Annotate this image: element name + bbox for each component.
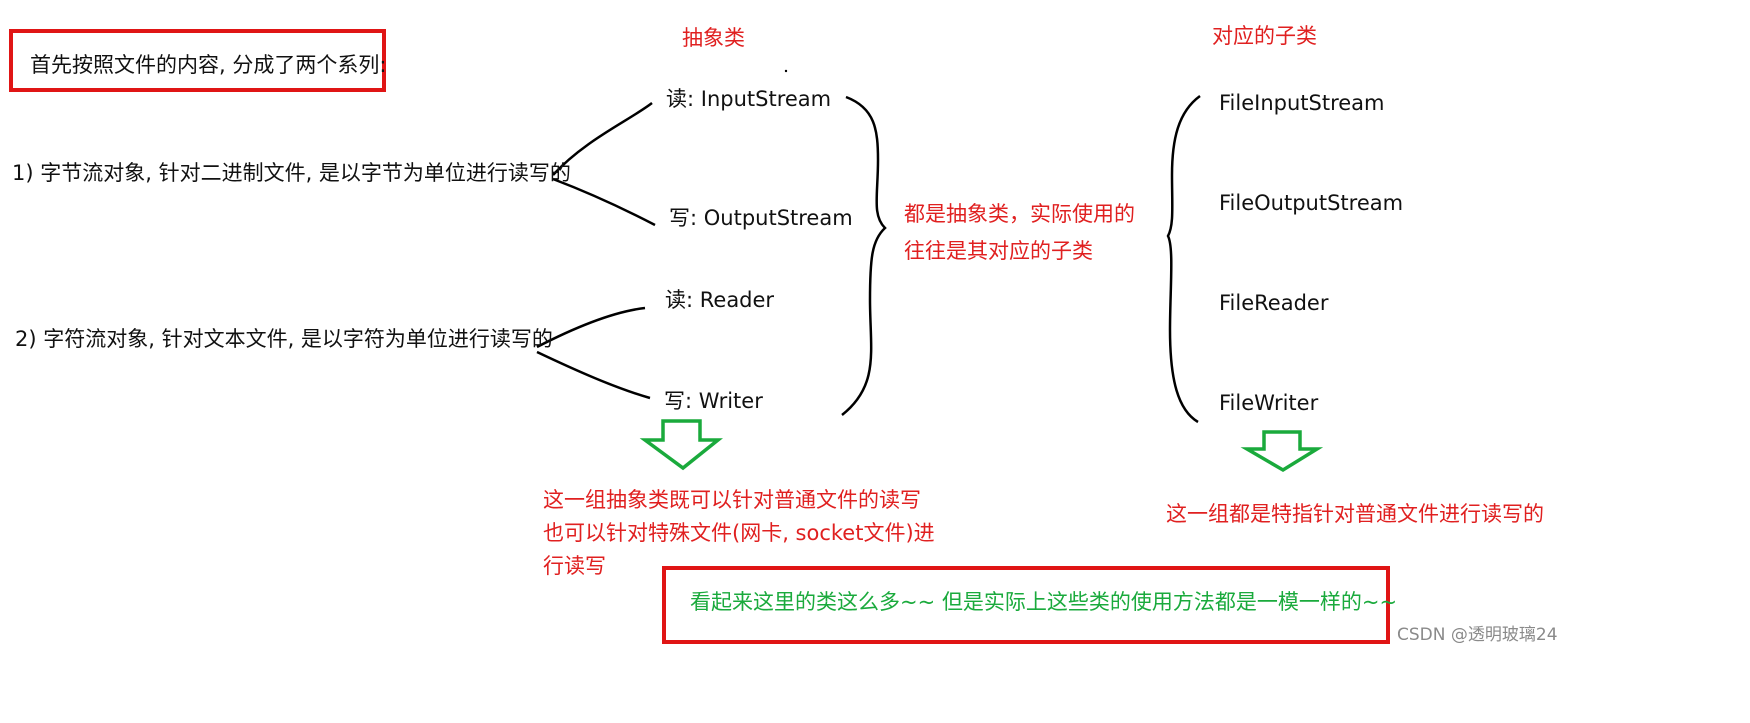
down-arrow-subclass (1240, 430, 1324, 473)
abstract-class-header: 抽象类 (682, 26, 745, 50)
watermark: CSDN @透明玻璃24 (1397, 625, 1558, 645)
fork-char-stream (536, 306, 646, 349)
abstract-scope-note-line3: 行读写 (543, 554, 606, 578)
subclass-filewriter: FileWriter (1219, 391, 1319, 415)
char-stream-category: 2) 字符流对象, 针对文本文件, 是以字符为单位进行读写的 (15, 327, 553, 351)
intro-text: 首先按照文件的内容, 分成了两个系列: (30, 53, 387, 77)
abstract-reader: 读: Reader (665, 288, 775, 312)
fork-char-stream-lower (536, 350, 651, 400)
summary-text: 看起来这里的类这么多~~ 但是实际上这些类的使用方法都是一模一样的~~ (690, 590, 1398, 614)
subclass-filereader: FileReader (1219, 291, 1329, 315)
abstract-outputstream: 写: OutputStream (669, 206, 853, 230)
down-arrow-abstract (639, 419, 723, 471)
abstract-use-note-line1: 都是抽象类，实际使用的 (904, 202, 1135, 226)
abstract-use-note-line2: 往往是其对应的子类 (904, 239, 1093, 263)
stray-dot (784, 69, 788, 73)
intro-box (9, 29, 386, 92)
abstract-writer: 写: Writer (664, 389, 763, 413)
subclass-scope-note: 这一组都是特指针对普通文件进行读写的 (1166, 502, 1544, 526)
summary-box (662, 566, 1390, 644)
subclass-fileoutputstream: FileOutputStream (1219, 191, 1404, 215)
abstract-scope-note-line1: 这一组抽象类既可以针对普通文件的读写 (543, 488, 921, 512)
fork-byte-stream-lower (552, 177, 656, 227)
subclass-header: 对应的子类 (1212, 24, 1317, 48)
subclass-fileinputstream: FileInputStream (1219, 91, 1385, 115)
brace-abstract (841, 95, 887, 416)
abstract-scope-note-line2: 也可以针对特殊文件(网卡, socket文件)进 (543, 521, 935, 545)
byte-stream-category: 1) 字节流对象, 针对二进制文件, 是以字节为单位进行读写的 (12, 161, 571, 185)
abstract-inputstream: 读: InputStream (666, 87, 832, 111)
fork-byte-stream (552, 102, 653, 176)
brace-subclass (1166, 94, 1201, 424)
